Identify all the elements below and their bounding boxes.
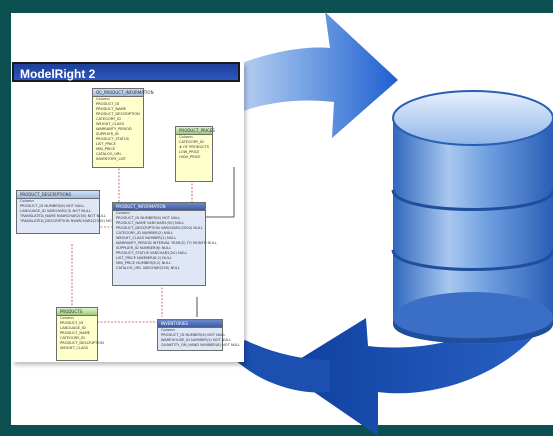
frame-border-top	[0, 0, 553, 13]
table-product-prices: PRODUCT_PRICES Column CATEGORY_ID # OF P…	[175, 126, 215, 182]
arrow-top-icon	[205, 12, 398, 138]
table-products: PRODUCTS Column PRODUCT_ID LANGUAGE_ID P…	[56, 307, 104, 361]
frame-border-bottom	[0, 425, 553, 436]
table-product-information: PRODUCT_INFORMATION Column PRODUCT_ID NU…	[112, 202, 217, 286]
frame-border-left	[0, 0, 11, 436]
page-title: ModelRight 2	[12, 62, 240, 82]
diagram-page: ModelRight 2 OC_PRODUCT_INFORMATION Colu…	[12, 62, 244, 362]
table-product-descriptions: PRODUCT_DESCRIPTIONS Column PRODUCT_ID N…	[16, 190, 124, 234]
database-icon	[391, 90, 553, 344]
table-oc-product-information: OC_PRODUCT_INFORMATION Column PRODUCT_ID…	[92, 88, 154, 168]
table-inventories: INVENTORIES Column PRODUCT_ID NUMBER(6) …	[157, 319, 240, 351]
